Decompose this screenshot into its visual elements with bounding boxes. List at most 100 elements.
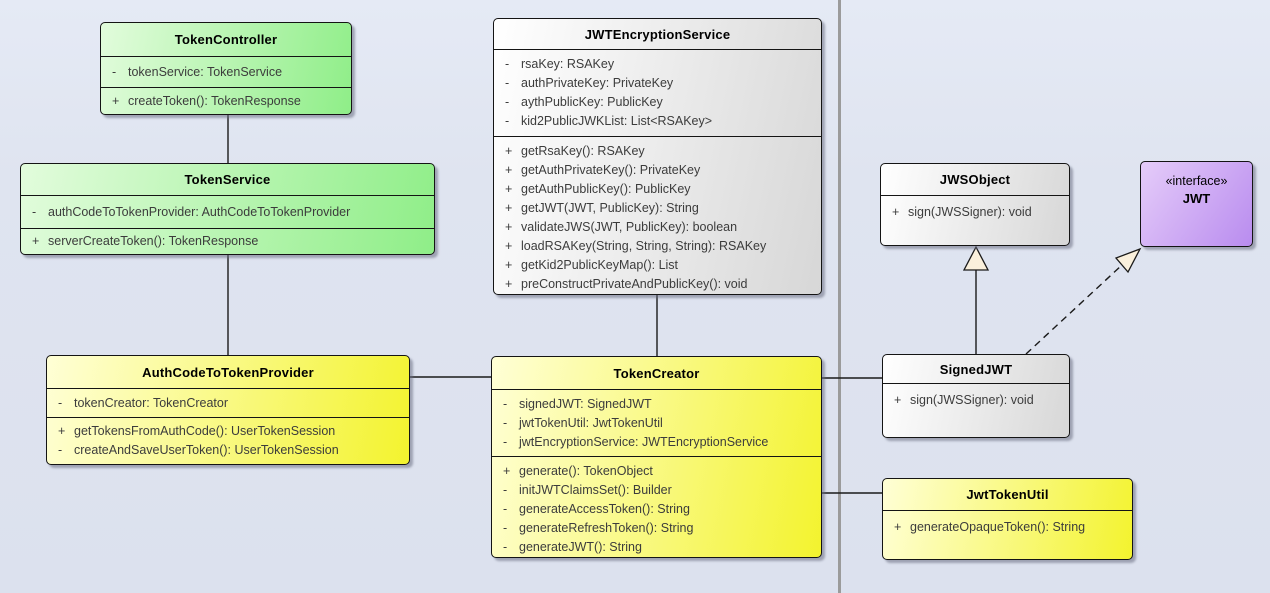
class-jwt-interface[interactable]: «interface» JWT <box>1140 161 1253 247</box>
visibility-symbol: - <box>503 416 508 430</box>
member-text: jwtTokenUtil: JwtTokenUtil <box>519 416 663 430</box>
visibility-symbol: - <box>505 57 510 71</box>
class-tokenservice[interactable]: TokenService - authCodeToTokenProvider: … <box>20 163 435 255</box>
member-row: - kid2PublicJWKList: List<RSAKey> <box>494 112 821 131</box>
member-text: signedJWT: SignedJWT <box>519 397 652 411</box>
interface-stereotype: «interface» <box>1165 174 1228 188</box>
visibility-symbol: + <box>894 393 902 407</box>
member-text: tokenService: TokenService <box>128 64 283 79</box>
member-row: - jwtTokenUtil: JwtTokenUtil <box>492 414 821 433</box>
visibility-symbol: + <box>505 239 513 253</box>
member-row: + getKid2PublicKeyMap(): List <box>494 256 821 275</box>
visibility-symbol: + <box>892 205 900 219</box>
visibility-symbol: + <box>505 258 513 272</box>
member-row: + getTokensFromAuthCode(): UserTokenSess… <box>47 422 409 441</box>
member-row: + getJWT(JWT, PublicKey): String <box>494 199 821 218</box>
visibility-symbol: - <box>503 521 508 535</box>
class-name: SignedJWT <box>883 355 1069 384</box>
visibility-symbol: - <box>505 76 510 90</box>
class-jwttokenutil[interactable]: JwtTokenUtil + generateOpaqueToken(): St… <box>882 478 1133 560</box>
member-row: - rsaKey: RSAKey <box>494 55 821 74</box>
visibility-symbol: - <box>58 443 63 457</box>
visibility-symbol: - <box>505 114 510 128</box>
member-row: + createToken(): TokenResponse <box>101 92 351 111</box>
member-row: - initJWTClaimsSet(): Builder <box>492 481 821 500</box>
member-text: authPrivateKey: PrivateKey <box>521 76 674 90</box>
member-text: sign(JWSSigner): void <box>910 393 1034 407</box>
visibility-symbol: + <box>58 424 66 438</box>
member-text: preConstructPrivateAndPublicKey(): void <box>521 277 748 291</box>
member-row: - authPrivateKey: PrivateKey <box>494 74 821 93</box>
member-row: + serverCreateToken(): TokenResponse <box>21 232 434 251</box>
member-text: authCodeToTokenProvider: AuthCodeToToken… <box>48 204 351 219</box>
class-tokencontroller[interactable]: TokenController - tokenService: TokenSer… <box>100 22 352 115</box>
member-row: + loadRSAKey(String, String, String): RS… <box>494 237 821 256</box>
member-text: initJWTClaimsSet(): Builder <box>519 483 672 497</box>
visibility-symbol: + <box>503 464 511 478</box>
methods-section: + getRsaKey(): RSAKey + getAuthPrivateKe… <box>494 137 821 294</box>
member-row: + generate(): TokenObject <box>492 462 821 481</box>
member-text: loadRSAKey(String, String, String): RSAK… <box>521 239 767 253</box>
visibility-symbol: - <box>58 395 63 410</box>
attributes-section: - signedJWT: SignedJWT - jwtTokenUtil: J… <box>492 390 821 457</box>
visibility-symbol: + <box>505 220 513 234</box>
edge-signedjwt-jwt-realization[interactable] <box>1025 264 1123 355</box>
class-authcodetotokenprovider[interactable]: AuthCodeToTokenProvider - tokenCreator: … <box>46 355 410 465</box>
visibility-symbol: - <box>32 204 37 219</box>
visibility-symbol: + <box>894 520 902 534</box>
visibility-symbol: - <box>112 64 117 79</box>
visibility-symbol: - <box>503 397 508 411</box>
visibility-symbol: - <box>503 502 508 516</box>
member-row: - jwtEncryptionService: JWTEncryptionSer… <box>492 433 821 452</box>
member-row: - aythPublicKey: PublicKey <box>494 93 821 112</box>
member-text: tokenCreator: TokenCreator <box>74 395 229 410</box>
methods-section: + sign(JWSSigner): void <box>881 196 1069 245</box>
class-name: AuthCodeToTokenProvider <box>47 356 409 389</box>
member-row: - generateRefreshToken(): String <box>492 519 821 538</box>
class-name: TokenService <box>21 164 434 196</box>
visibility-symbol: + <box>112 93 120 108</box>
member-row: + getAuthPublicKey(): PublicKey <box>494 180 821 199</box>
member-text: getAuthPublicKey(): PublicKey <box>521 182 691 196</box>
methods-section: + createToken(): TokenResponse <box>101 88 351 114</box>
member-text: createToken(): TokenResponse <box>128 93 301 108</box>
member-row: + sign(JWSSigner): void <box>881 203 1069 222</box>
member-text: getKid2PublicKeyMap(): List <box>521 258 679 272</box>
class-name: JwtTokenUtil <box>883 479 1132 511</box>
member-text: generateRefreshToken(): String <box>519 521 694 535</box>
member-text: serverCreateToken(): TokenResponse <box>48 234 259 248</box>
realization-arrowhead-icon <box>1114 247 1142 274</box>
class-name: JWT <box>1182 191 1211 206</box>
member-text: jwtEncryptionService: JWTEncryptionServi… <box>519 435 769 449</box>
visibility-symbol: - <box>503 435 508 449</box>
member-text: rsaKey: RSAKey <box>521 57 615 71</box>
member-text: createAndSaveUserToken(): UserTokenSessi… <box>74 443 339 457</box>
class-tokencreator[interactable]: TokenCreator - signedJWT: SignedJWT - jw… <box>491 356 822 558</box>
methods-section: + sign(JWSSigner): void <box>883 384 1069 437</box>
member-row: + sign(JWSSigner): void <box>883 391 1069 410</box>
member-text: aythPublicKey: PublicKey <box>521 95 663 109</box>
visibility-symbol: - <box>503 540 508 554</box>
generalization-arrowhead-icon <box>962 245 990 271</box>
member-text: getTokensFromAuthCode(): UserTokenSessio… <box>74 424 336 438</box>
member-row: - signedJWT: SignedJWT <box>492 395 821 414</box>
member-text: generateAccessToken(): String <box>519 502 690 516</box>
member-text: getRsaKey(): RSAKey <box>521 144 645 158</box>
member-row: - createAndSaveUserToken(): UserTokenSes… <box>47 441 409 460</box>
visibility-symbol: - <box>503 483 508 497</box>
class-name: TokenController <box>101 23 351 57</box>
visibility-symbol: + <box>505 163 513 177</box>
interface-body: «interface» JWT <box>1141 162 1252 208</box>
visibility-symbol: + <box>505 144 513 158</box>
class-jwsobject[interactable]: JWSObject + sign(JWSSigner): void <box>880 163 1070 246</box>
class-signedjwt[interactable]: SignedJWT + sign(JWSSigner): void <box>882 354 1070 438</box>
member-row: + preConstructPrivateAndPublicKey(): voi… <box>494 275 821 294</box>
class-jwtencryptionservice[interactable]: JWTEncryptionService - rsaKey: RSAKey - … <box>493 18 822 295</box>
member-text: generateOpaqueToken(): String <box>910 520 1086 534</box>
package-separator-line <box>838 0 841 593</box>
visibility-symbol: - <box>505 95 510 109</box>
member-row: + getAuthPrivateKey(): PrivateKey <box>494 161 821 180</box>
class-name: JWTEncryptionService <box>494 19 821 50</box>
member-row: + validateJWS(JWT, PublicKey): boolean <box>494 218 821 237</box>
